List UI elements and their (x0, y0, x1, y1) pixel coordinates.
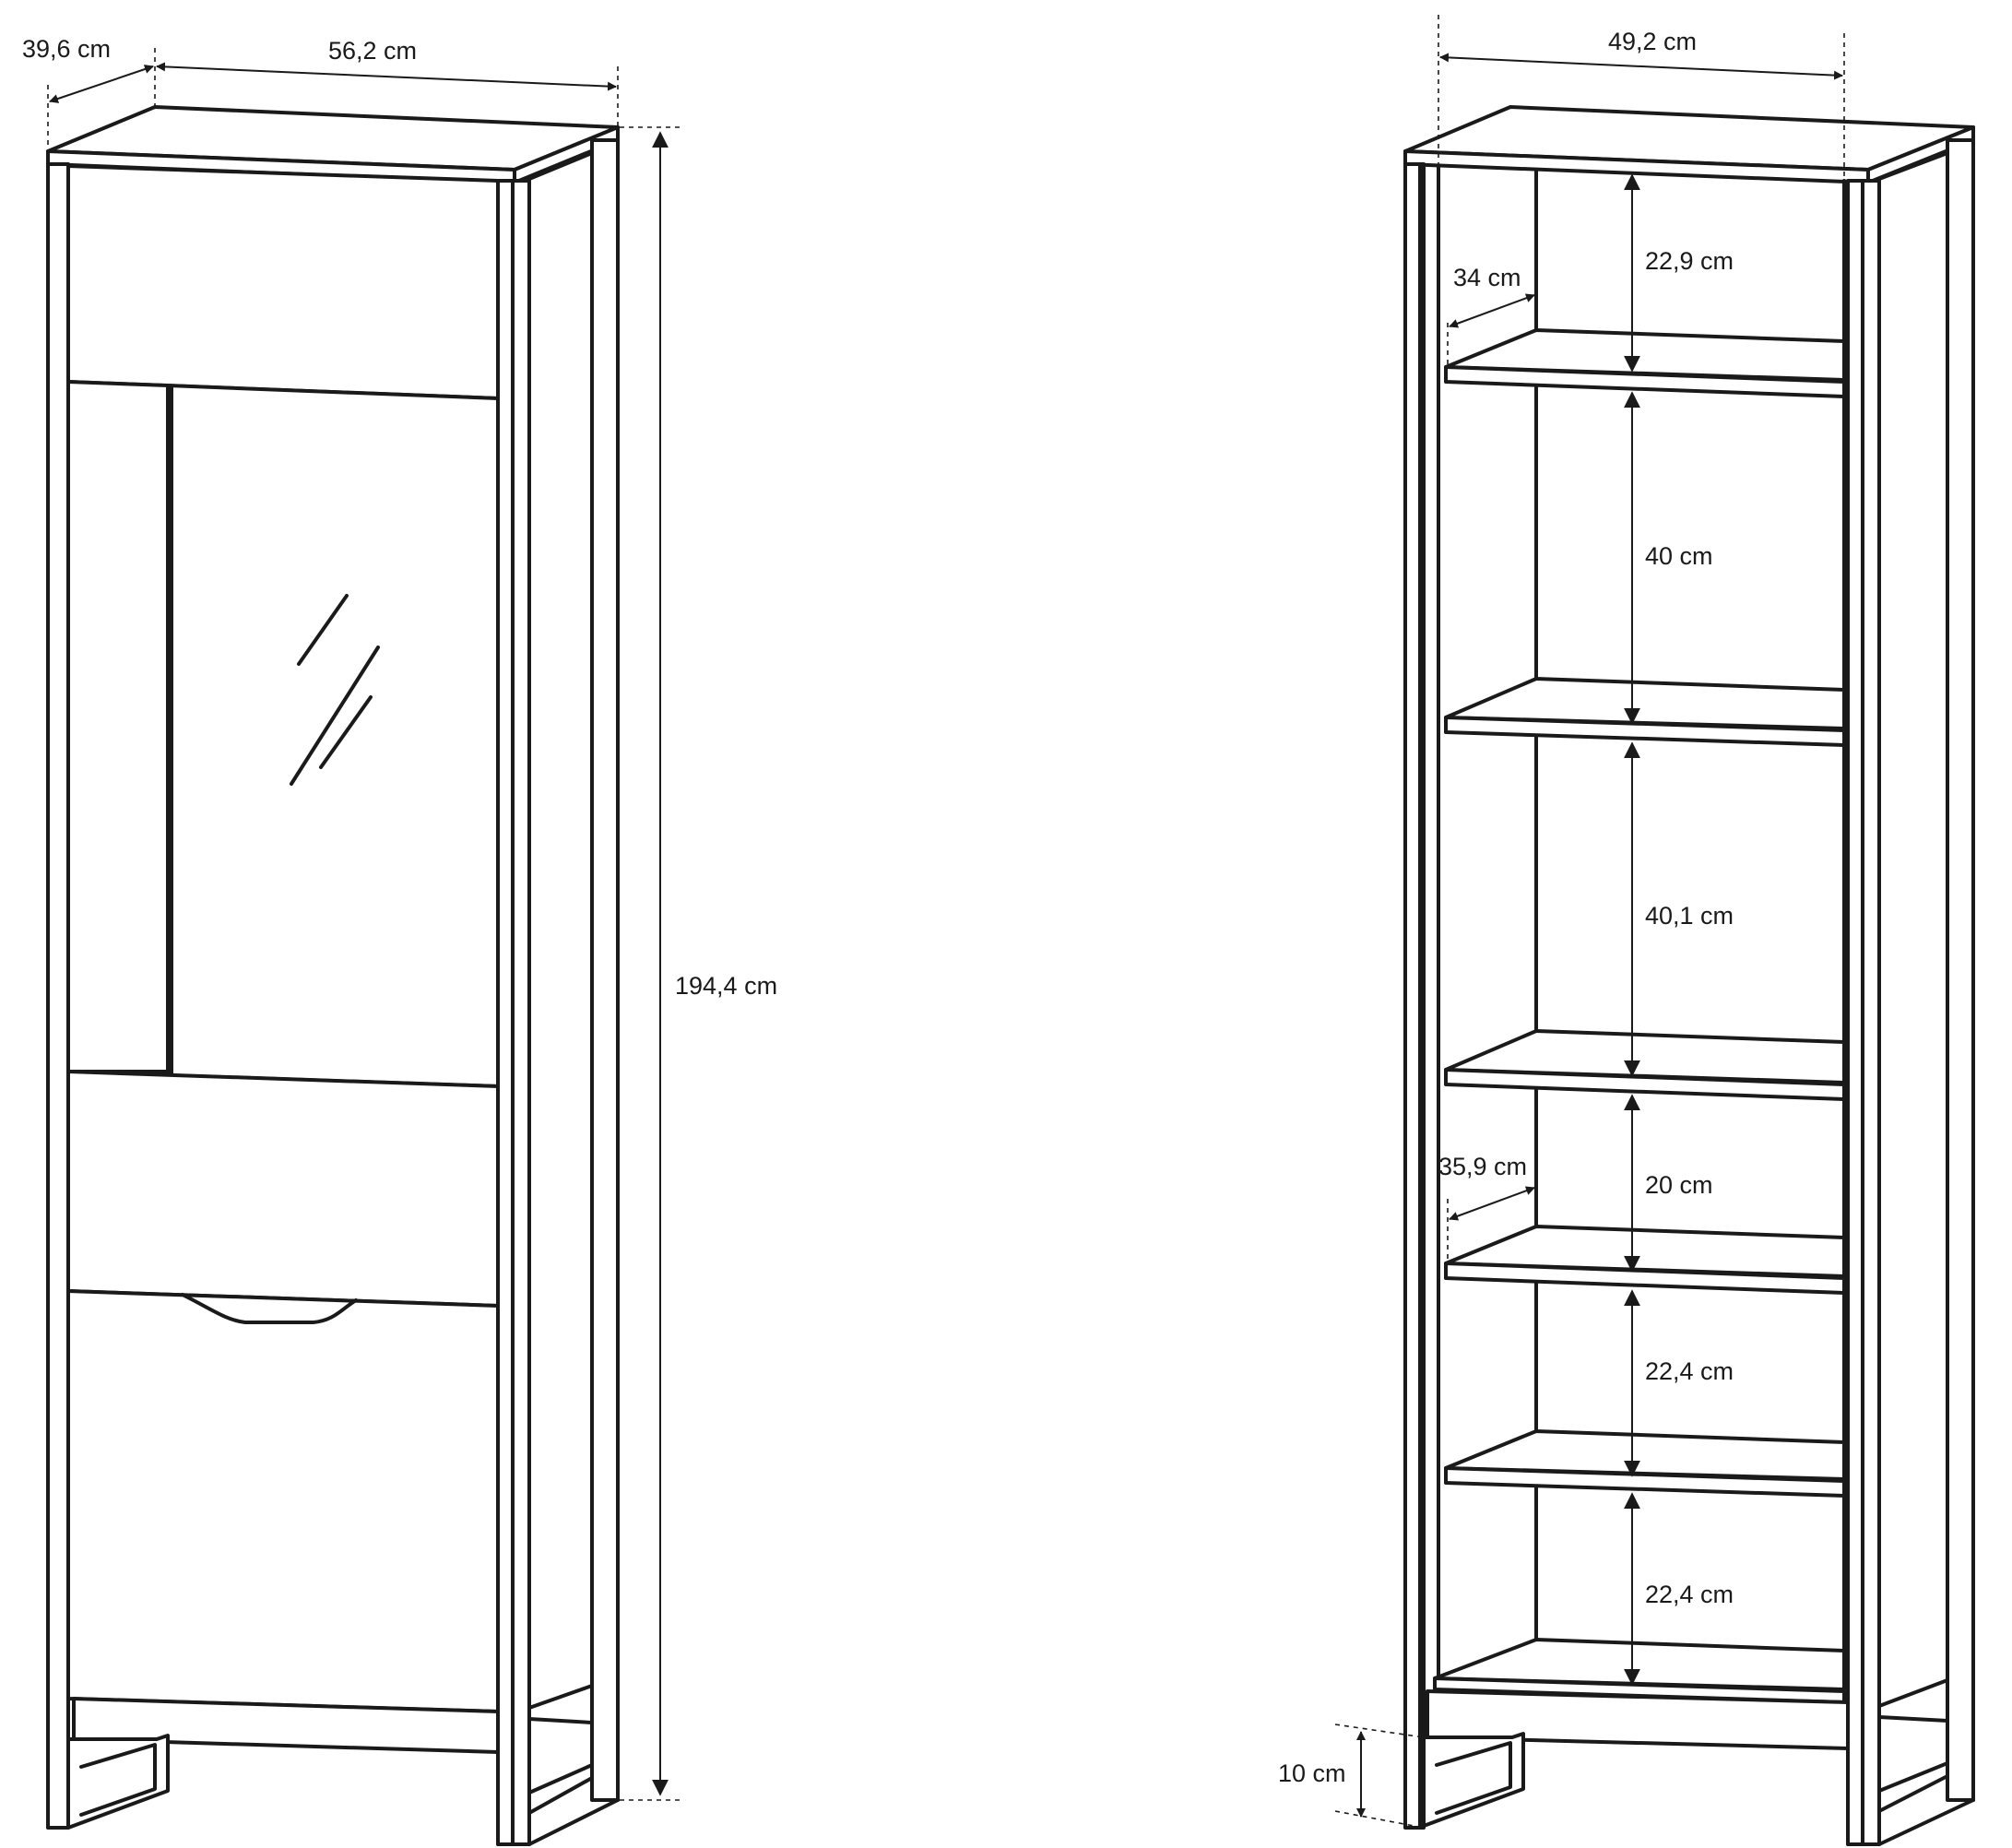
middle-drawer-panel (66, 1070, 500, 1308)
shelf-depth-top-dimension-line (1449, 293, 1535, 328)
frame-post-right-back (590, 138, 620, 1802)
shelf-depth-lower-label: 35,9 cm (1438, 1153, 1527, 1180)
shelf-depth-lower-dimension-line (1449, 1186, 1535, 1221)
top-drawer-panel (66, 164, 500, 400)
legs-extension-bottom (1334, 1810, 1425, 1829)
shelf (1444, 677, 1846, 747)
open-leg-left-front (1422, 1732, 1525, 1828)
depth-dimension-line (49, 65, 154, 103)
open-frame-side-foot (1877, 1798, 1975, 1846)
cabinet-open-dimensions: 49,2 cm 34 cm 35,9 cm 22,9 cm 40 cm 40,1… (1278, 15, 1845, 1829)
bottom-drawer-panel (66, 1289, 500, 1713)
shelf (1444, 1225, 1846, 1295)
compartment-dimension: 40,1 cm (1624, 741, 1734, 1077)
glass-door-panel (166, 384, 500, 1088)
compartment-dimension: 22,4 cm (1624, 1289, 1734, 1477)
compartment-label: 40,1 cm (1645, 902, 1734, 930)
compartment-label: 40 cm (1645, 542, 1713, 570)
compartment-label: 20 cm (1645, 1171, 1713, 1199)
drawer-handle-icon (181, 1293, 358, 1324)
open-frame-side-top-rail (1877, 151, 1949, 181)
height-label: 194,4 cm (675, 972, 777, 1000)
compartment-dimension: 20 cm (1624, 1094, 1713, 1273)
width-dimension-line (156, 62, 617, 91)
inner-width-dimension-line (1439, 53, 1843, 80)
cabinet-closed-dimensions: 39,6 cm 56,2 cm 194,4 cm (22, 35, 777, 1801)
frame-side-mid-rail (527, 1684, 594, 1724)
compartment-label: 22,9 cm (1645, 247, 1734, 275)
cabinet-closed-drawing (46, 105, 620, 1846)
compartment-label: 22,4 cm (1645, 1581, 1734, 1608)
open-frame-side-mid-rail (1877, 1678, 1949, 1723)
shelf-depth-top-label: 34 cm (1453, 264, 1521, 291)
legs-extension-top (1334, 1724, 1425, 1738)
open-leg-left-opening (1435, 1741, 1512, 1815)
frame-side-foot (527, 1798, 620, 1846)
open-frame-side-bottom-rail (1877, 1761, 1949, 1813)
leg-left-opening (79, 1743, 157, 1817)
shelf (1444, 1029, 1846, 1101)
frame-post-left (46, 162, 70, 1830)
compartment-dimension: 22,9 cm (1624, 173, 1734, 373)
shelf (1444, 1429, 1846, 1498)
leg-left-front (66, 1734, 170, 1830)
glass-reflection-icon (290, 594, 380, 786)
shelf (1444, 328, 1846, 398)
compartment-dimension: 22,4 cm (1624, 1492, 1734, 1686)
open-frame-post-right-back (1946, 138, 1975, 1802)
cabinet-open-drawing (1403, 105, 1975, 1846)
door-frame-left (66, 380, 170, 1073)
inner-width-label: 49,2 cm (1608, 28, 1697, 55)
frame-side-bottom-rail (527, 1763, 594, 1815)
legs-height-label: 10 cm (1278, 1759, 1346, 1787)
depth-label: 39,6 cm (22, 35, 111, 63)
width-label: 56,2 cm (328, 37, 417, 65)
compartment-dimension: 40 cm (1624, 391, 1713, 725)
compartment-label: 22,4 cm (1645, 1357, 1734, 1385)
frame-side-top-rail (527, 151, 594, 181)
